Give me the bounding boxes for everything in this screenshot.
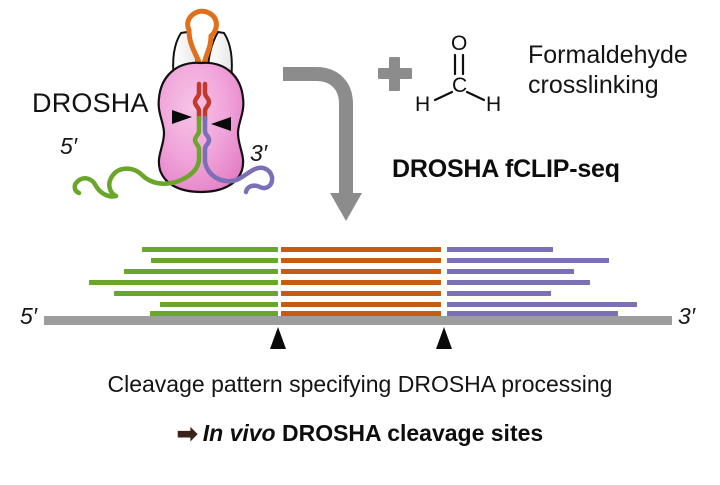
drosha-label: DROSHA [32,88,149,118]
read-segment-core [281,280,441,285]
formaldehyde-line-1: Formaldehyde [528,41,688,69]
formaldehyde-label: Formaldehyde crosslinking [528,40,688,100]
read-segment-core [281,269,441,274]
read-segment-three-prime [447,280,590,285]
cleavage-site-marker-left [270,327,286,349]
atom-label-h-right: H [486,93,502,116]
conclusion-rest-part: DROSHA cleavage sites [275,420,544,446]
cleavage-site-marker-right [436,327,452,349]
read-segment-three-prime [447,258,609,263]
read-segment-core [281,302,441,307]
conclusion-italic-part: In vivo [202,420,276,446]
formaldehyde-line-2: crosslinking [528,71,659,99]
read-segment-core [281,291,441,296]
conclusion-arrow-icon: ➡ [176,420,198,448]
read-segment-core [281,258,441,263]
read-segment-core [281,311,441,316]
reads-five-prime-label: 5′ [20,303,38,329]
read-segment-core [281,247,441,252]
read-segment-five-prime [151,258,278,263]
reads-three-prime-label: 3′ [678,303,696,329]
protein-five-prime-label: 5′ [60,133,78,159]
read-segment-five-prime [89,280,278,285]
read-segment-three-prime [447,302,637,307]
rna-baseline [44,316,672,325]
atom-label-o: O [451,32,468,55]
read-segment-three-prime [447,311,618,316]
read-segment-five-prime [142,247,278,252]
conclusion-text: ➡In vivo DROSHA cleavage sites [0,419,720,449]
read-segment-five-prime [124,269,278,274]
read-segment-three-prime [447,291,551,296]
read-segment-five-prime [150,311,278,316]
read-segment-three-prime [447,247,553,252]
method-label: DROSHA fCLIP-seq [392,155,620,183]
protein-three-prime-label: 3′ [250,140,268,166]
read-segment-five-prime [160,302,278,307]
caption-text: Cleavage pattern specifying DROSHA proce… [107,371,613,397]
atom-label-h-left: H [415,93,431,116]
atom-label-c: C [452,74,468,97]
read-segment-three-prime [447,269,574,274]
read-segment-five-prime [114,291,278,296]
